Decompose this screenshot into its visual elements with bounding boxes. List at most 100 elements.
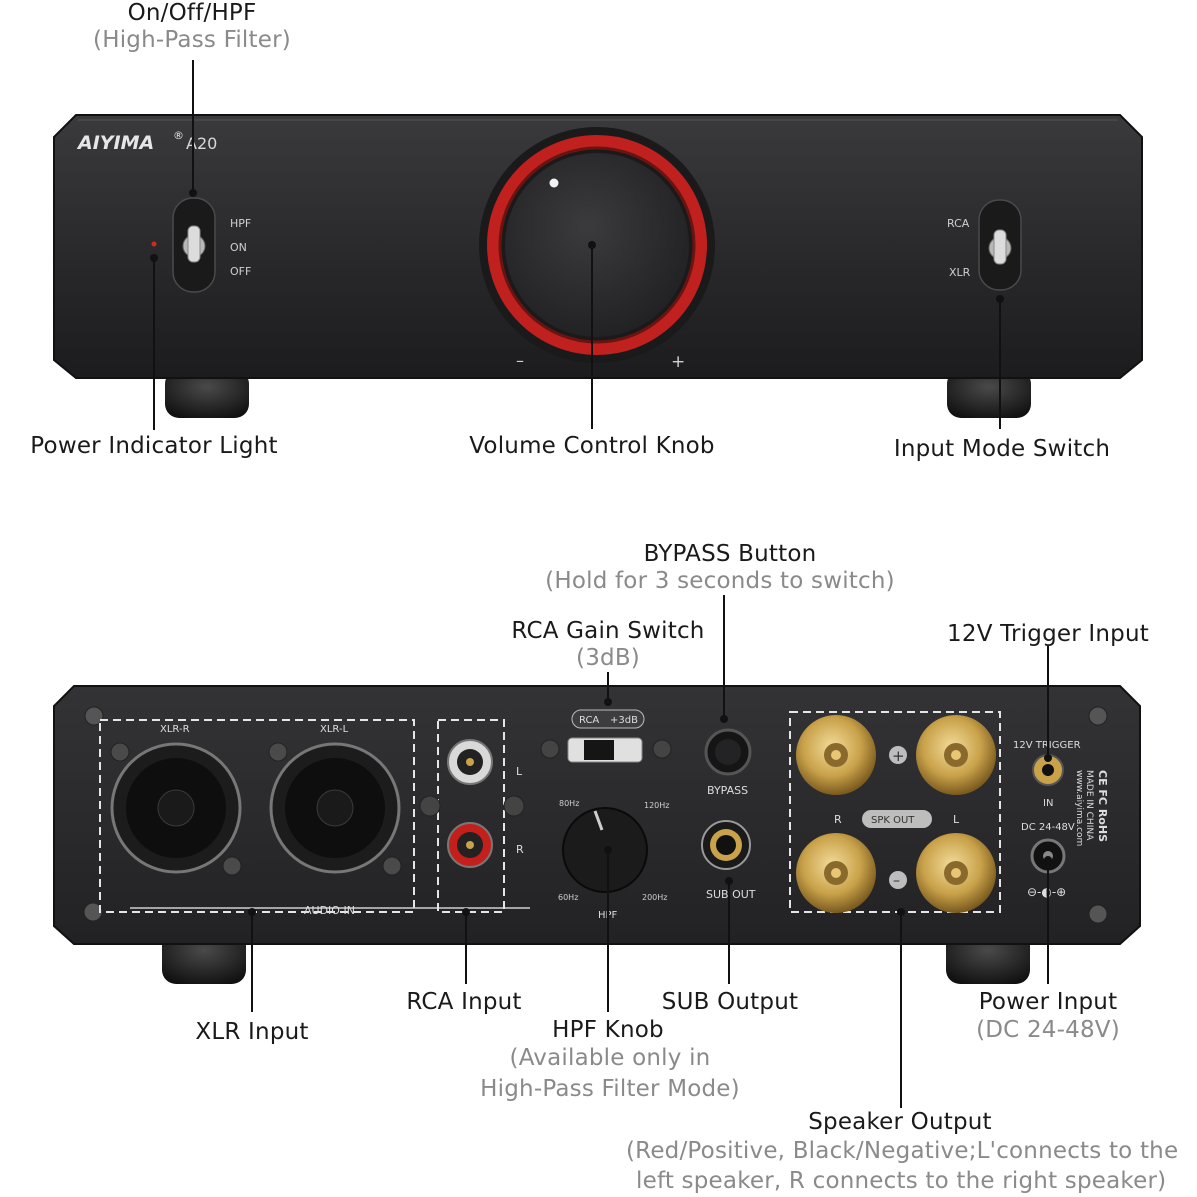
spk-l-label: L [953, 813, 960, 826]
sub-out-label: SUB OUT [706, 888, 756, 901]
callout-power-input-sub: (DC 24-48V) [976, 1017, 1120, 1043]
leader-onoff [192, 60, 194, 195]
front-label-rca: RCA [947, 217, 970, 230]
dc-polarity-icon: ⊖-◐-⊕ [1027, 885, 1066, 899]
hpf-120-label: 120Hz [644, 801, 669, 810]
callout-hpf-title: HPF Knob [552, 1017, 664, 1043]
leader-rca [465, 912, 467, 984]
leader-dot-xlr [248, 908, 256, 916]
callout-speaker-sub2: left speaker, R connects to the right sp… [636, 1168, 1167, 1194]
xlr-r-jack[interactable] [110, 742, 242, 876]
callout-bypass-sub: (Hold for 3 seconds to switch) [545, 568, 895, 594]
callout-xlr-input: XLR Input [195, 1019, 309, 1045]
front-label-xlr: XLR [949, 266, 971, 279]
hpf-80-label: 80Hz [559, 799, 579, 808]
callout-gain-sub: (3dB) [576, 645, 640, 671]
leader-dot-power-input [1044, 856, 1052, 864]
leader-dot-bypass [720, 715, 728, 723]
leader-speaker [900, 912, 902, 1108]
rear-screws [83, 706, 1108, 924]
rear-panel: XLR-R XLR-L AUDIO IN L R [53, 685, 1141, 984]
xlr-l-jack[interactable] [268, 742, 402, 876]
speaker-minus-label: – [893, 873, 900, 889]
gain-rca-label: RCA [579, 715, 599, 726]
leader-dot-hpf [604, 846, 612, 854]
leader-dot-input-mode [996, 295, 1004, 303]
front-label-hpf: HPF [230, 217, 251, 230]
callout-input-mode: Input Mode Switch [893, 436, 1111, 462]
trigger-in-label: IN [1043, 798, 1053, 809]
leader-sub [728, 880, 730, 984]
leader-gain [607, 672, 609, 702]
bypass-label: BYPASS [707, 784, 748, 797]
xlr-l-label: XLR-L [320, 724, 349, 735]
brand-registered: ® [173, 129, 184, 142]
xlr-dashed-box [99, 719, 415, 913]
audio-in-label: AUDIO IN [304, 904, 355, 917]
leader-input-mode [999, 299, 1001, 429]
gain-plus3-label: +3dB [610, 715, 638, 726]
xlr-r-label: XLR-R [160, 724, 190, 735]
spk-out-label: SPK OUT [871, 815, 915, 826]
speaker-plus-label: + [892, 747, 905, 765]
leader-dot-volume [588, 241, 596, 249]
leader-volume [591, 245, 593, 429]
callout-hpf-sub1: (Available only in [509, 1045, 711, 1071]
rca-dashed-box [437, 719, 505, 913]
volume-knob[interactable] [505, 153, 689, 337]
speaker-dashed-box [789, 711, 1001, 913]
callout-volume: Volume Control Knob [469, 433, 715, 459]
brand-logo: AIYIMA [76, 132, 154, 154]
leader-hpf [607, 850, 609, 1012]
website-label: www.aiyima.com [1074, 770, 1084, 846]
callout-sub-output: SUB Output [661, 989, 799, 1015]
callout-speaker-title: Speaker Output [808, 1109, 992, 1135]
power-toggle-lever[interactable] [187, 225, 201, 263]
callout-trigger: 12V Trigger Input [947, 621, 1149, 647]
made-in-label: MADE IN CHINA [1084, 770, 1094, 841]
speaker-terminal-l-plus[interactable] [916, 715, 996, 795]
leader-trigger [1047, 645, 1049, 757]
volume-plus: + [671, 352, 685, 372]
front-foot-left [165, 370, 249, 418]
front-label-on: ON [230, 241, 247, 254]
speaker-terminal-r-minus[interactable] [796, 833, 876, 913]
certs-label: CE FC RoHS [1096, 770, 1109, 842]
volume-minus: – [516, 351, 524, 370]
leader-dot-speaker [897, 908, 905, 916]
front-panel: AIYIMA ® A20 HPF ON OFF – + RCA XLR [53, 114, 1143, 418]
speaker-terminal-l-minus[interactable] [916, 833, 996, 913]
hpf-200-label: 200Hz [642, 893, 667, 902]
volume-indicator-dot [549, 178, 559, 188]
volume-ring [487, 135, 707, 355]
callout-onoff-title: On/Off/HPF [127, 0, 257, 26]
spk-r-label: R [834, 813, 842, 826]
callout-hpf-sub2: High-Pass Filter Mode) [480, 1076, 740, 1102]
callout-gain-title: RCA Gain Switch [511, 618, 705, 644]
spk-out-pill [862, 810, 932, 828]
callout-power-input-title: Power Input [978, 989, 1118, 1015]
callout-power-light: Power Indicator Light [30, 433, 278, 459]
rca-l-label: L [516, 765, 523, 778]
trigger-label: 12V TRIGGER [1013, 740, 1081, 751]
leader-dot-onoff [189, 189, 197, 197]
leader-bypass [723, 595, 725, 718]
front-label-off: OFF [230, 265, 251, 278]
callout-onoff-sub: (High-Pass Filter) [93, 27, 291, 53]
callout-rca-input: RCA Input [406, 989, 522, 1015]
brand-model: A20 [186, 134, 217, 153]
callout-speaker-sub1: (Red/Positive, Black/Negative;L'connects… [626, 1138, 1179, 1164]
callout-bypass-title: BYPASS Button [643, 541, 817, 567]
front-foot-right [947, 370, 1031, 418]
leader-dot-trigger [1044, 754, 1052, 762]
power-led [151, 241, 157, 247]
gain-label-box [571, 709, 645, 729]
speaker-terminal-r-plus[interactable] [796, 715, 876, 795]
dc-label: DC 24-48V [1021, 822, 1075, 833]
leader-power-light [153, 258, 155, 430]
rca-r-label: R [516, 843, 524, 856]
leader-power-input [1047, 860, 1049, 984]
input-toggle-lever[interactable] [993, 229, 1007, 265]
hpf-60-label: 60Hz [558, 893, 578, 902]
